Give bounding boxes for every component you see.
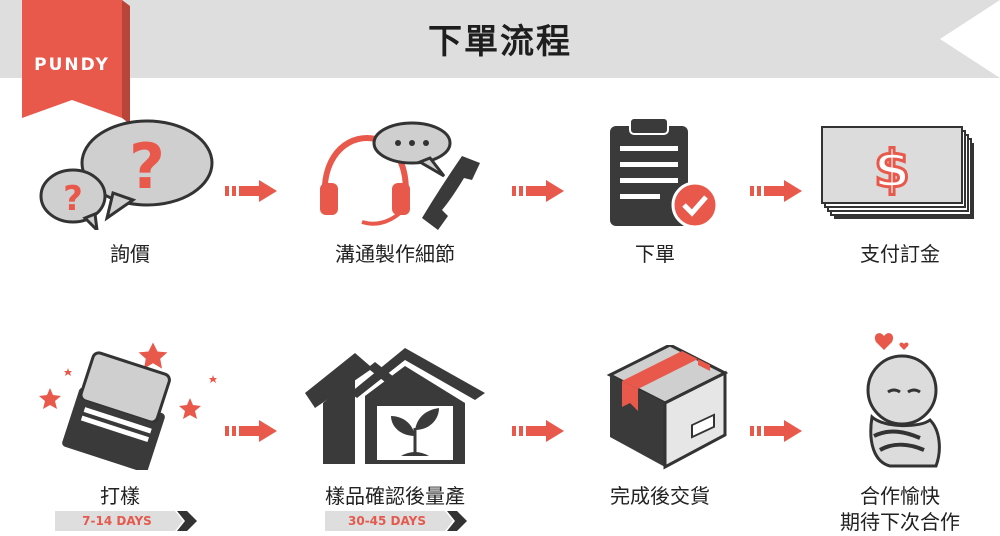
duration-tag-bg <box>325 511 467 531</box>
svg-text:$: $ <box>874 140 910 200</box>
step-label-cooperation-line2: 期待下次合作 <box>840 510 960 534</box>
brand-name: PUNDY <box>34 55 110 75</box>
duration-production: 30-45 DAYS <box>348 514 426 528</box>
brand-logo <box>22 0 130 124</box>
flow-arrow-icon <box>750 180 802 202</box>
duration-tag-bg <box>55 511 197 531</box>
step-label-discuss-details: 溝通製作細節 <box>335 242 455 266</box>
title-banner <box>0 0 1000 78</box>
svg-text:?: ? <box>63 179 83 219</box>
question-bubbles-icon: ? ? <box>39 119 214 230</box>
clipboard-check-icon <box>610 118 719 229</box>
package-box-icon <box>606 345 729 470</box>
flow-arrow-icon <box>225 420 277 442</box>
step-label-cooperation-line1: 合作愉快 <box>860 484 940 508</box>
duration-sampling: 7-14 DAYS <box>82 514 152 528</box>
flow-arrow-icon <box>225 180 277 202</box>
house-sprout-icon <box>305 348 485 464</box>
book-stars-icon <box>39 342 217 470</box>
step-label-sampling: 打樣 <box>100 484 140 508</box>
step-label-pay-deposit: 支付訂金 <box>860 242 940 266</box>
step-label-delivery: 完成後交貨 <box>610 484 710 508</box>
svg-text:?: ? <box>129 130 165 203</box>
headset-phone-icon <box>320 121 480 230</box>
page-title: 下單流程 <box>428 22 572 62</box>
flow-arrow-icon <box>750 420 802 442</box>
cash-stack-icon: $ <box>821 126 974 219</box>
step-label-place-order: 下單 <box>635 242 675 266</box>
step-label-inquiry: 詢價 <box>110 242 150 266</box>
happy-figure-icon <box>866 333 941 468</box>
step-label-mass-production: 樣品確認後量產 <box>325 484 465 508</box>
flow-arrow-icon <box>512 420 564 442</box>
flow-arrow-icon <box>512 180 564 202</box>
